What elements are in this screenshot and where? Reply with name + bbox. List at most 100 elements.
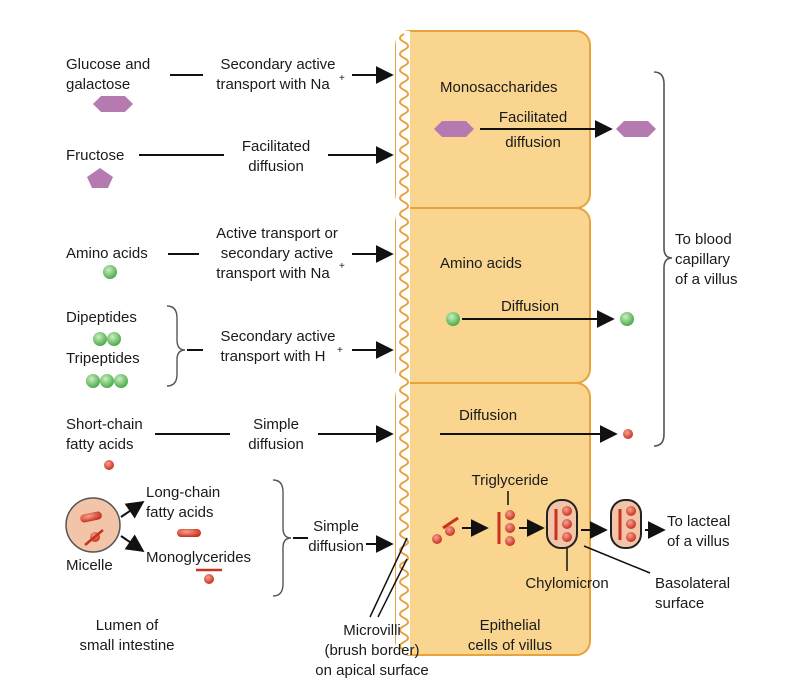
chylomicron-fatty-acid-icon — [626, 506, 636, 516]
microvilli-label-3: on apical surface — [315, 662, 428, 679]
peptide-brace — [166, 305, 186, 387]
row-peptides: Dipeptides Tripeptides Secondary active … — [66, 305, 394, 388]
epithelial-label-2: cells of villus — [468, 637, 552, 654]
amino-acids-cell-label: Amino acids — [440, 255, 522, 272]
cell-3-content: Diffusion — [440, 407, 633, 443]
triglyceride-fatty-acid-icon — [505, 523, 515, 533]
epithelial-cells — [395, 30, 591, 656]
chylomicron-fatty-acid-icon — [562, 532, 572, 542]
chylomicron-fatty-acid-icon — [626, 519, 636, 529]
long-chain-fatty-acid-icon — [177, 529, 201, 537]
transport-label-2a: Facilitated — [242, 138, 310, 155]
row-short-chain: Short-chain fatty acids Simple diffusion — [66, 416, 394, 470]
transport-label-5b: diffusion — [248, 436, 304, 453]
diffusion-label-2: Diffusion — [459, 407, 517, 424]
row-fructose: Fructose Facilitated diffusion — [66, 138, 394, 188]
tripeptides-label: Tripeptides — [66, 350, 140, 367]
cell-2-content: Amino acids Diffusion — [440, 255, 634, 328]
long-chain-label-1: Long-chain — [146, 484, 220, 501]
chylomicron-label: Chylomicron — [525, 575, 608, 592]
triglyceride-label: Triglyceride — [472, 472, 549, 489]
facilitated-cell-label-b: diffusion — [505, 134, 561, 151]
transport-label-5a: Simple — [253, 416, 299, 433]
row-glucose: Glucose and galactose Secondary active t… — [66, 56, 394, 112]
blood-brace — [653, 71, 673, 447]
transport-label-4b: transport with H — [220, 348, 325, 365]
lumen-label-2: small intestine — [79, 637, 174, 654]
micelle-bar — [84, 529, 104, 546]
na-superscript: + — [339, 73, 345, 84]
dipeptide-icon — [93, 332, 107, 346]
short-chain-label-1: Short-chain — [66, 416, 143, 433]
transport-label-1a: Secondary active — [220, 56, 335, 73]
triglyceride-fatty-acid-icon — [505, 510, 515, 520]
tripeptide-icon — [86, 374, 100, 388]
microvilli-label-2: (brush border) — [324, 642, 419, 659]
monoglyceride-drop-icon — [204, 574, 214, 584]
arrow-to-long-chain — [120, 500, 145, 519]
fructose-label: Fructose — [66, 147, 124, 164]
tripeptide-icon — [100, 374, 114, 388]
glucose-label-1: Glucose and — [66, 56, 150, 73]
micelle-label: Micelle — [66, 557, 113, 574]
amino-acid-sphere-icon — [103, 265, 117, 279]
row-micelle: Micelle Long-chain fatty acids Monoglyce… — [65, 479, 394, 597]
microvilli-label-1: Microvilli — [343, 622, 401, 639]
h-superscript: + — [337, 345, 343, 356]
triglyceride-fatty-acid-icon — [505, 536, 515, 546]
long-chain-label-2: fatty acids — [146, 504, 214, 521]
transport-label-1b: transport with Na — [216, 76, 330, 93]
amino-acid-sphere-icon — [620, 312, 634, 326]
microvilli-pointer-1 — [369, 537, 408, 618]
diffusion-label-1: Diffusion — [501, 298, 559, 315]
dipeptides-label: Dipeptides — [66, 309, 137, 326]
microvilli-pointer-2 — [377, 558, 408, 618]
short-chain-label-2: fatty acids — [66, 436, 134, 453]
basolateral-label-1: Basolateral — [655, 575, 730, 592]
bottom-labels: Lumen of small intestine Microvilli (bru… — [79, 537, 552, 679]
triglyceride-pathway: Triglyceride Chylomicron To lacteal of a… — [432, 472, 730, 612]
chylomicron-fatty-acid-icon — [626, 532, 636, 542]
fatty-acid-drop-icon — [104, 460, 114, 470]
transport-label-6b: diffusion — [308, 538, 364, 555]
transport-label-2b: diffusion — [248, 158, 304, 175]
basolateral-pointer — [583, 545, 651, 574]
amino-acid-sphere-icon — [446, 312, 460, 326]
fructose-pentagon-icon — [87, 168, 113, 188]
basolateral-label-2: surface — [655, 595, 704, 612]
facilitated-cell-label-a: Facilitated — [499, 109, 567, 126]
epithelial-label-1: Epithelial — [480, 617, 541, 634]
transport-label-4a: Secondary active — [220, 328, 335, 345]
na-superscript: + — [339, 261, 345, 272]
cell-1-content: Monosaccharides Facilitated diffusion — [434, 79, 656, 151]
fatty-acid-bar — [442, 516, 459, 530]
blood-label-3: of a villus — [675, 271, 738, 288]
blood-label-1: To blood — [675, 231, 732, 248]
monosaccharides-label: Monosaccharides — [440, 79, 558, 96]
monosaccharide-hexagon-icon — [93, 96, 133, 112]
blood-capillary-group: To blood capillary of a villus — [653, 71, 738, 447]
transport-label-3b: secondary active — [221, 245, 334, 262]
transport-label-3c: transport with Na — [216, 265, 330, 282]
fatty-acid-drop-icon — [432, 534, 442, 544]
lacteal-label-2: of a villus — [667, 533, 730, 550]
transport-label-6a: Simple — [313, 518, 359, 535]
chylomicron-fatty-acid-icon — [562, 519, 572, 529]
lacteal-label-1: To lacteal — [667, 513, 730, 530]
micelle-circle-icon — [65, 497, 121, 553]
fatty-acid-drop-icon — [445, 526, 455, 536]
monosaccharide-hexagon-icon — [434, 121, 474, 137]
transport-label-3a: Active transport or — [216, 225, 338, 242]
amino-acids-label: Amino acids — [66, 245, 148, 262]
monoglycerides-label: Monoglycerides — [146, 549, 251, 566]
row-amino-acids: Amino acids Active transport or secondar… — [66, 225, 394, 282]
dipeptide-icon — [107, 332, 121, 346]
monosaccharide-hexagon-icon — [616, 121, 656, 137]
cell-2 — [395, 207, 591, 384]
glucose-label-2: galactose — [66, 76, 130, 93]
chylomicron-fatty-acid-icon — [562, 506, 572, 516]
arrow-to-monoglyceride — [120, 534, 145, 553]
lumen-label-1: Lumen of — [96, 617, 159, 634]
lipid-brace — [272, 479, 292, 597]
